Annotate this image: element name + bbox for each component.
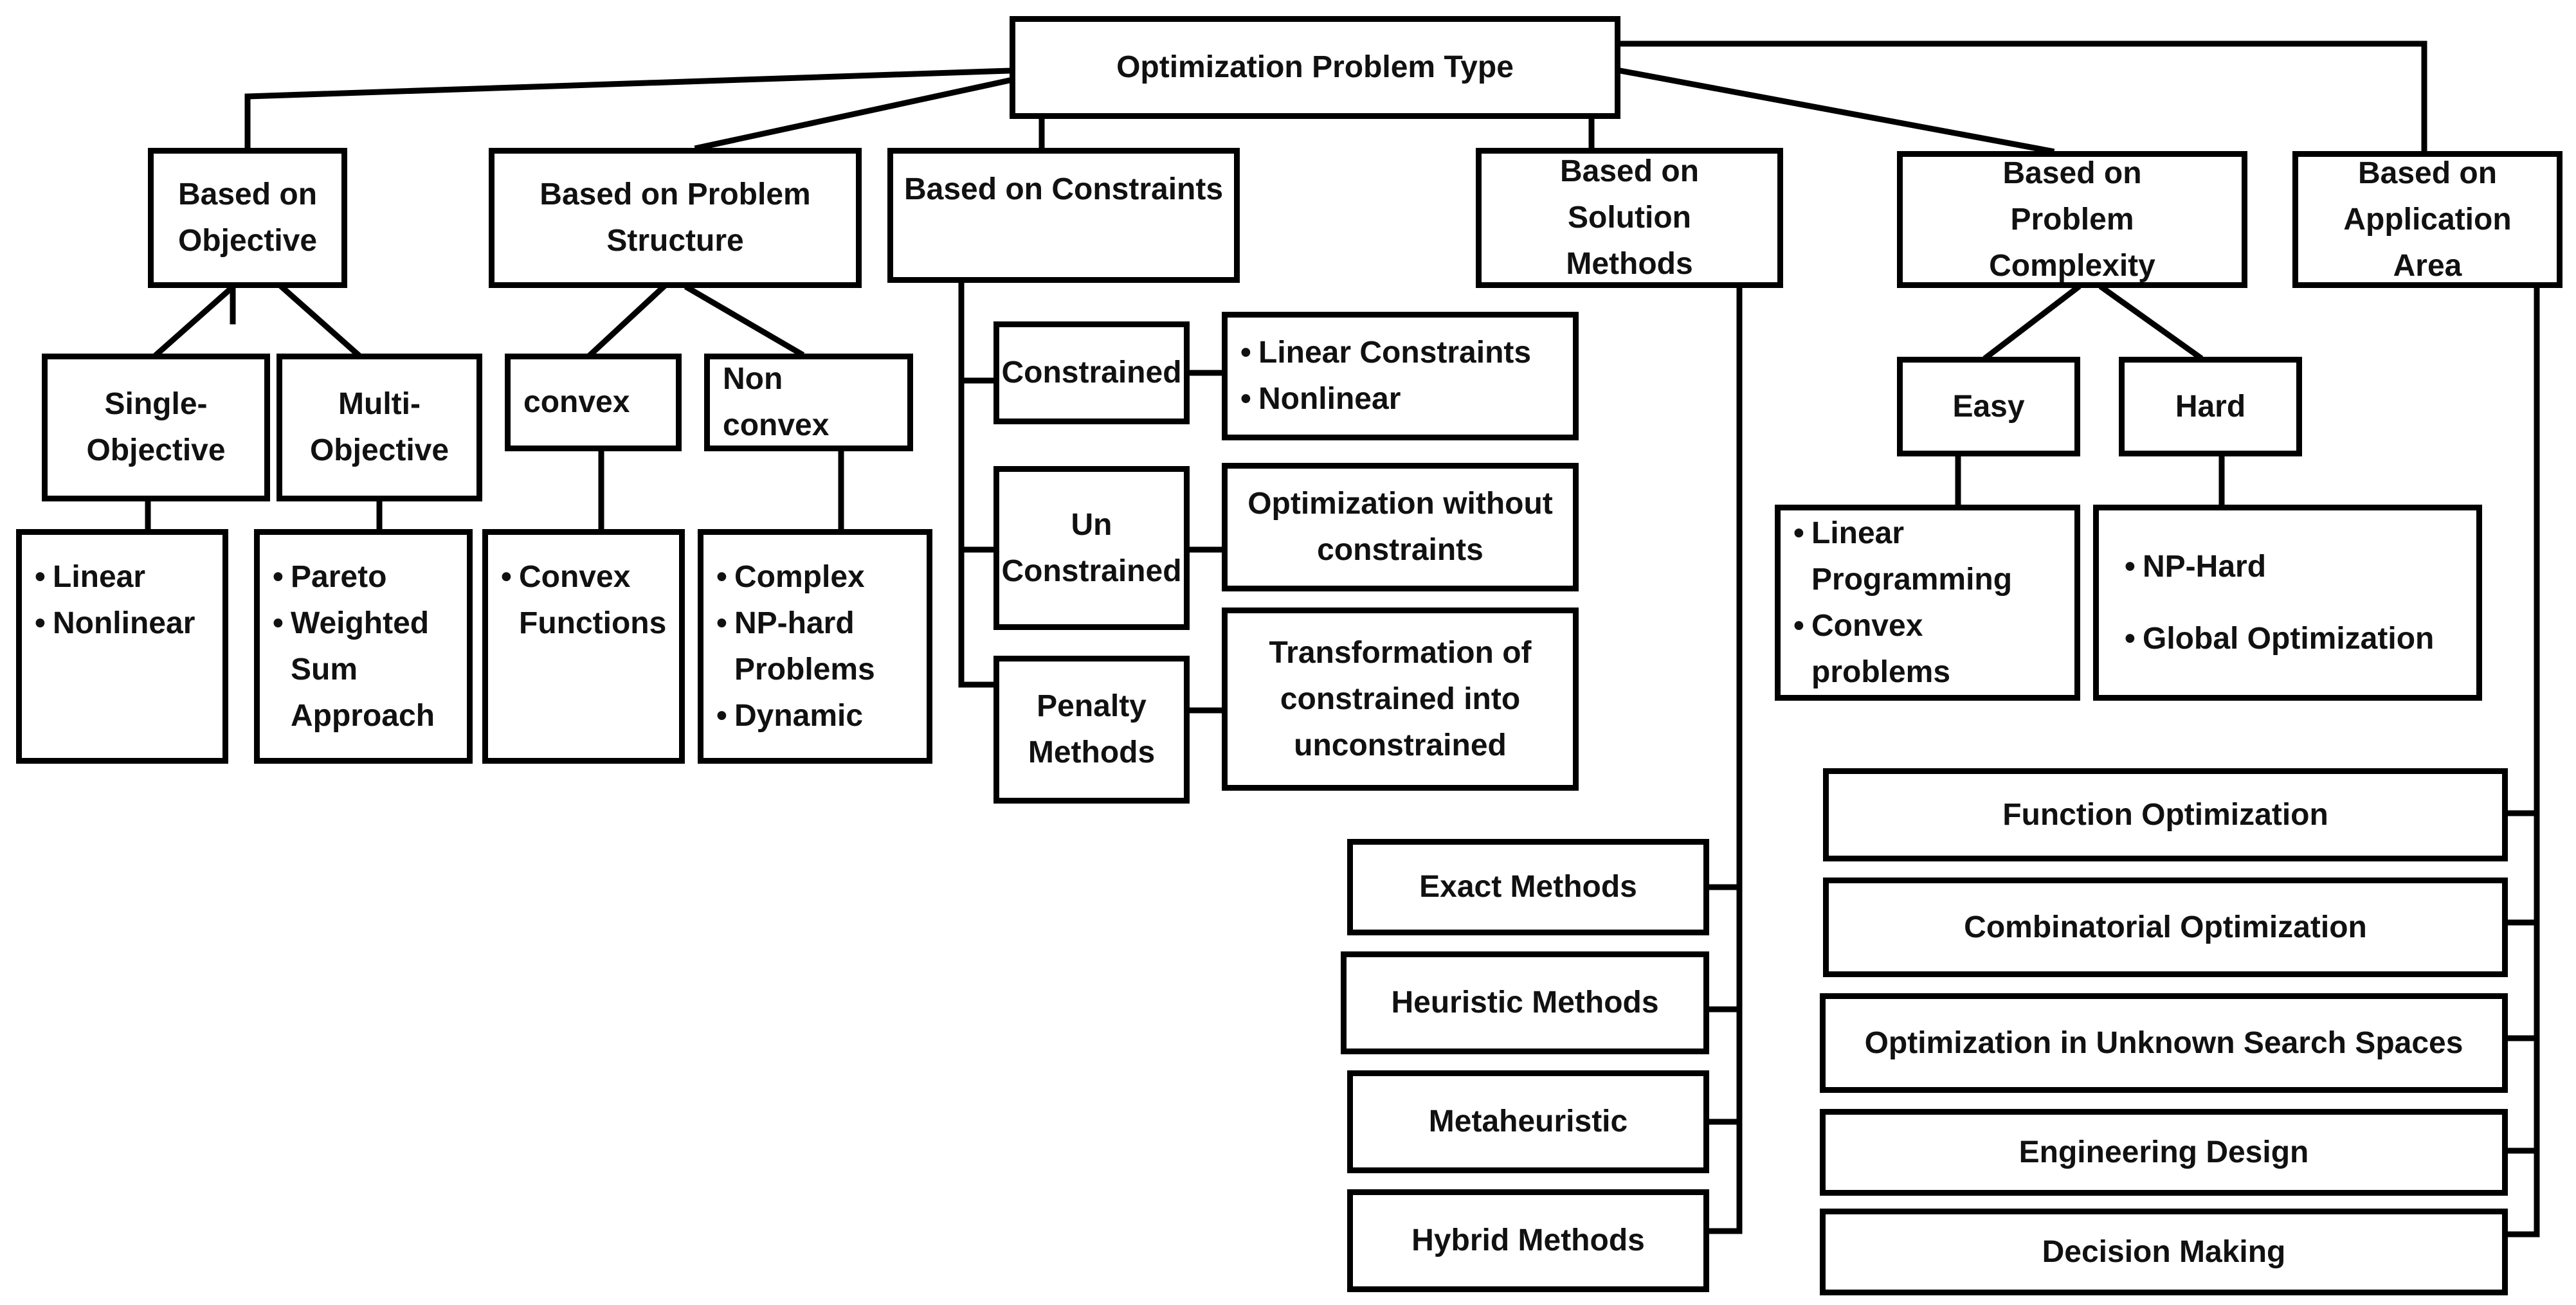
solution-method-label: Metaheuristic [1428,1104,1628,1138]
application-area-label: Function Optimization [2002,797,2328,832]
single-objective-items: Linear Nonlinear [16,529,228,764]
solution-method-hybrid: Hybrid Methods [1347,1189,1709,1292]
category-application-label: Based on Application Area [2343,156,2512,283]
list-item: Nonlinear [35,600,195,647]
penalty-label: Penalty Methods [1028,689,1156,770]
category-structure: Based on Problem Structure [489,148,862,288]
list-item: Linear [35,554,195,600]
list-item: Linear Programming [1793,510,2062,603]
category-solution-label: Based on Solution Methods [1559,154,1700,281]
application-area-engineering: Engineering Design [1820,1109,2508,1196]
application-area-label: Combinatorial Optimization [1964,910,2367,944]
application-area-decision: Decision Making [1820,1209,2508,1295]
solution-method-label: Hybrid Methods [1411,1223,1645,1257]
penalty-desc-text: Transformation of constrained into uncon… [1269,635,1532,762]
list-item: Complex [716,554,884,600]
category-objective-label: Based on Objective [177,177,318,258]
constrained-node: Constrained [993,321,1190,424]
hard-items: NP-Hard Global Optimization [2093,505,2482,701]
solution-method-heuristic: Heuristic Methods [1341,951,1709,1054]
category-complexity: Based on Problem Complexity [1897,151,2247,288]
category-objective: Based on Objective [148,148,347,288]
category-constraints-label: Based on Constraints [903,172,1224,206]
list-item: Nonlinear [1240,376,1531,422]
application-area-label: Optimization in Unknown Search Spaces [1864,1025,2463,1060]
solution-method-metaheuristic: Metaheuristic [1347,1070,1709,1173]
easy-items: Linear Programming Convex problems [1775,505,2080,701]
multi-objective-label: Multi-Objective [309,387,449,467]
unconstrained-desc-text: Optimization without constraints [1247,487,1553,567]
application-area-label: Decision Making [2042,1234,2286,1269]
unconstrained-node: Un Constrained [993,466,1190,630]
easy-node: Easy [1897,357,2080,456]
hard-label: Hard [2175,389,2246,424]
penalty-desc: Transformation of constrained into uncon… [1222,608,1579,791]
root-node: Optimization Problem Type [1010,16,1620,119]
solution-method-exact: Exact Methods [1347,839,1709,935]
multi-objective-node: Multi-Objective [277,354,482,501]
convex-label: convex [523,385,630,419]
unconstrained-desc: Optimization without constraints [1222,463,1579,591]
category-structure-label: Based on Problem Structure [540,177,811,258]
nonconvex-items: Complex NP-hard Problems Dynamic [698,529,932,764]
application-area-combinatorial: Combinatorial Optimization [1823,878,2508,977]
list-item: Pareto [273,554,421,600]
penalty-node: Penalty Methods [993,656,1190,804]
category-constraints: Based on Constraints [887,148,1240,283]
category-application: Based on Application Area [2292,151,2562,288]
constrained-items: Linear Constraints Nonlinear [1222,312,1579,440]
list-item: Dynamic [716,693,884,739]
solution-method-label: Heuristic Methods [1391,986,1659,1020]
multi-objective-items: Pareto Weighted Sum Approach [254,529,473,764]
list-item: Linear Constraints [1240,330,1531,376]
hard-node: Hard [2119,357,2302,456]
list-item: Weighted Sum Approach [273,600,435,739]
nonconvex-label: Non convex [723,362,830,442]
single-objective-node: Single-Objective [42,354,270,501]
category-complexity-label: Based on Problem Complexity [1989,156,2155,283]
list-item: Global Optimization [2125,616,2434,662]
convex-items: Convex Functions [482,529,685,764]
easy-label: Easy [1952,389,2025,424]
list-item: NP-hard Problems [716,600,884,693]
list-item: Convex Functions [501,554,666,647]
list-item: NP-Hard [2125,544,2434,590]
category-solution: Based on Solution Methods [1476,148,1783,288]
unconstrained-label: Un Constrained [1001,507,1182,588]
application-area-unknown-search: Optimization in Unknown Search Spaces [1820,993,2508,1093]
solution-method-label: Exact Methods [1419,870,1637,904]
list-item: Convex problems [1793,603,2062,696]
convex-node: convex [505,354,682,451]
nonconvex-node: Non convex [704,354,913,451]
application-area-label: Engineering Design [2018,1135,2309,1169]
application-area-function: Function Optimization [1823,768,2508,861]
constrained-label: Constrained [1001,356,1182,390]
single-objective-label: Single-Objective [86,387,226,467]
root-label: Optimization Problem Type [1116,50,1514,84]
